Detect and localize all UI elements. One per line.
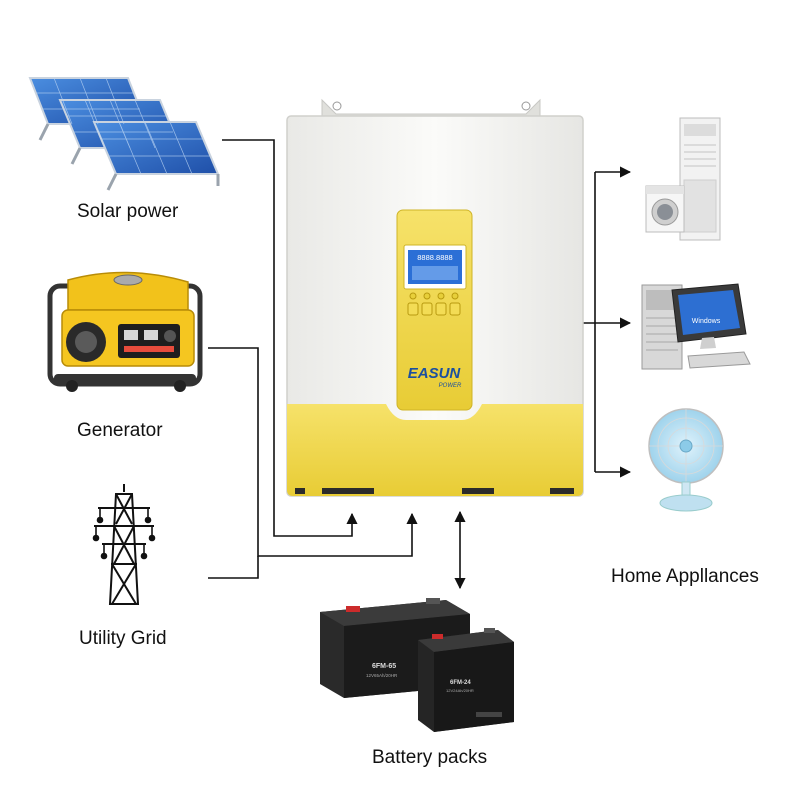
label-home-appliances: Home Appllances xyxy=(611,566,759,587)
fan-icon xyxy=(648,408,724,512)
battery-small-spec: 12V24Ah/20HR xyxy=(446,688,474,693)
battery-small-icon: 6FM-24 12V24Ah/20HR xyxy=(418,628,514,732)
label-solar-power: Solar power xyxy=(77,201,179,222)
inverter-brand: EASUN xyxy=(408,365,462,382)
computer-icon: Windows xyxy=(641,283,751,370)
grid-line xyxy=(208,556,259,579)
solar-panel-icon xyxy=(28,77,220,191)
air-conditioner-icon xyxy=(645,117,721,241)
inverter-unit: 8888.8888 EASUN POWER xyxy=(286,98,584,497)
connection-lines xyxy=(208,139,632,590)
label-utility-grid: Utility Grid xyxy=(79,628,167,649)
label-battery-packs: Battery packs xyxy=(372,747,488,768)
computer-screen-text: Windows xyxy=(692,318,721,325)
label-generator: Generator xyxy=(77,420,163,441)
battery-small-model: 6FM-24 xyxy=(450,680,471,686)
battery-large-model: 6FM-65 xyxy=(372,663,396,670)
inverter-brand-sub: POWER xyxy=(439,383,462,389)
solar-line xyxy=(222,139,358,537)
generator-icon xyxy=(47,271,203,392)
transmission-tower-icon xyxy=(92,484,156,605)
inverter-lcd-readout: 8888.8888 xyxy=(417,253,452,262)
battery-large-spec: 12V65Ah/20HR xyxy=(366,673,398,678)
